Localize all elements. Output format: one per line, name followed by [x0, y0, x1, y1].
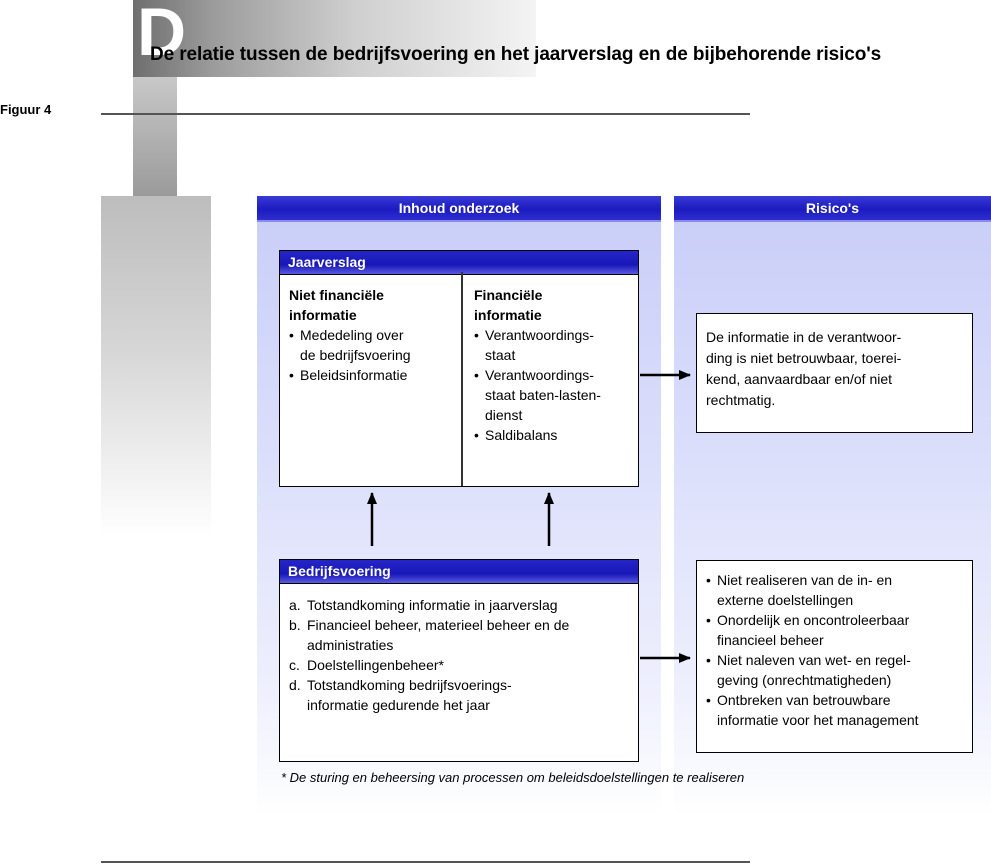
non-financial-title: Niet financiële informatie: [289, 287, 384, 323]
bedrijfsvoering-list-wrap: a. Totstandkoming informatie in jaarvers…: [289, 595, 634, 715]
header-gradient-band: [133, 0, 536, 77]
figure-label: Figuur 4: [0, 102, 52, 117]
list-item: b. Financieel beheer, materieel beheer e…: [289, 617, 570, 653]
list-item: Ontbreken van betrouwbare informatie voo…: [706, 690, 968, 730]
financial-title: Financiële informatie: [474, 287, 543, 323]
bedrijfsvoering-box: Bedrijfsvoering: [279, 559, 639, 762]
column-divider: [461, 272, 463, 486]
top-rule: [101, 113, 750, 115]
list-item: Verantwoordings- staat: [474, 325, 634, 365]
list-item: d. Totstandkoming bedrijfsvoerings- info…: [289, 677, 512, 713]
drop-cap-letter: D: [137, 0, 187, 70]
list-item: Saldibalans: [474, 425, 634, 445]
bedrijfsvoering-list: a. Totstandkoming informatie in jaarvers…: [289, 595, 634, 715]
list-item: Niet naleven van wet- en regel- geving (…: [706, 650, 968, 690]
risk-information-box: [696, 313, 973, 433]
list-item: a. Totstandkoming informatie in jaarvers…: [289, 597, 558, 613]
jaarverslag-heading: Jaarverslag: [280, 251, 638, 275]
content-panel-heading: Inhoud onderzoek: [257, 196, 661, 222]
financial-list: Verantwoordings- staat Verantwoordings- …: [474, 325, 634, 445]
bottom-rule: [101, 861, 750, 863]
page-title: De relatie tussen de bedrijfsvoering en …: [150, 44, 882, 65]
non-financial-column: Niet financiële informatie Mededeling ov…: [289, 285, 457, 385]
list-item: Beleidsinformatie: [289, 365, 457, 385]
risk-operations-list: Niet realiseren van de in- en externe do…: [706, 570, 968, 730]
list-item: Mededeling over de bedrijfsvoering: [289, 325, 457, 365]
bedrijfsvoering-heading: Bedrijfsvoering: [280, 560, 638, 584]
list-item: Verantwoordings- staat baten-lasten- die…: [474, 365, 634, 425]
list-item: c. Doelstellingenbeheer*: [289, 657, 444, 673]
financial-column: Financiële informatie Verantwoordings- s…: [474, 285, 634, 445]
risk-panel-heading: Risico's: [674, 196, 991, 222]
decorative-side-panel: [101, 196, 211, 536]
footnote: * De sturing en beheersing van processen…: [281, 770, 745, 785]
list-item: Onordelijk en oncontroleerbaar financiee…: [706, 610, 968, 650]
non-financial-list: Mededeling over de bedrijfsvoering Belei…: [289, 325, 457, 385]
risk-operations-list-wrap: Niet realiseren van de in- en externe do…: [706, 570, 968, 730]
risk-information-text: De informatie in de verantwoor- ding is …: [706, 329, 902, 408]
list-item: Niet realiseren van de in- en externe do…: [706, 570, 968, 610]
